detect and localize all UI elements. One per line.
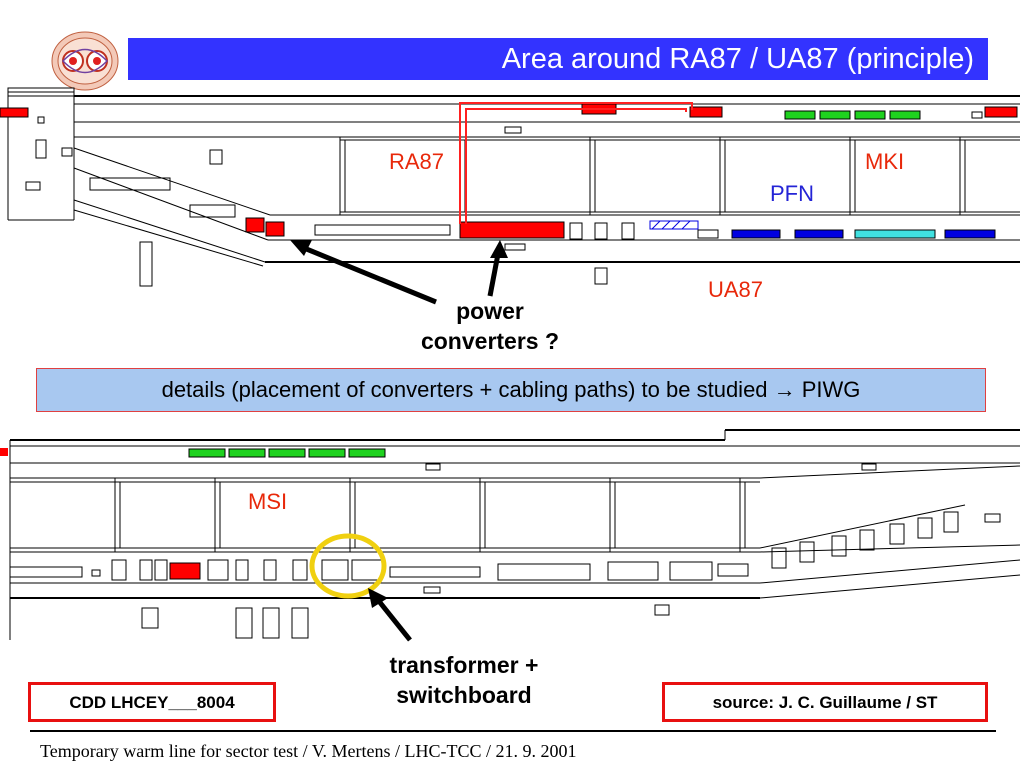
arrow-head <box>290 240 312 256</box>
converter-block <box>245 217 265 233</box>
mki-magnet-block <box>889 110 921 120</box>
arrow-head <box>490 240 508 258</box>
msi-magnet-block <box>188 448 226 458</box>
arrow-to-converter <box>303 245 437 305</box>
source-reference-box: source: J. C. Guillaume / ST <box>662 682 988 722</box>
upper-equipment <box>0 102 1018 239</box>
label-pfn: PFN <box>770 181 814 206</box>
converter-block <box>689 106 723 118</box>
mki-magnet-block <box>854 110 886 120</box>
lower-tunnel-outline <box>9 429 1021 640</box>
arrow-to-converter-main <box>487 253 501 297</box>
label-mki: MKI <box>865 149 905 174</box>
converter-block <box>265 221 285 237</box>
callout-power-converters: power converters ? <box>400 296 580 356</box>
lower-equipment <box>0 448 387 599</box>
mki-magnet-block <box>819 110 851 120</box>
msi-magnet-block <box>348 448 386 458</box>
details-note-box: details (placement of converters + cabli… <box>36 368 986 412</box>
converter-block <box>169 562 201 580</box>
pfn-block <box>794 229 844 239</box>
callout-line: switchboard <box>396 682 532 708</box>
msi-magnet-block <box>228 448 266 458</box>
cdd-reference-box: CDD LHCEY___8004 <box>28 682 276 722</box>
pfn-block <box>944 229 996 239</box>
title-bar: Area around RA87 / UA87 (principle) <box>128 38 988 80</box>
cabling-path <box>459 102 693 224</box>
converter-block <box>984 106 1018 118</box>
page-title: Area around RA87 / UA87 (principle) <box>501 43 974 75</box>
label-msi: MSI <box>248 489 288 514</box>
details-note-text: details (placement of converters + cabli… <box>161 377 861 402</box>
mki-magnet-block <box>784 110 816 120</box>
lhc-logo-icon <box>51 31 119 91</box>
callout-line: transformer + <box>389 652 539 678</box>
callout-transformer-switchboard: transformer + switchboard <box>364 650 564 710</box>
pfn-block <box>731 229 781 239</box>
footer-text: Temporary warm line for sector test / V.… <box>40 741 577 761</box>
cdd-reference-text: CDD LHCEY___8004 <box>69 693 235 712</box>
converter-block-main <box>459 221 565 239</box>
label-ra87: RA87 <box>389 149 445 174</box>
arrow-head <box>368 588 388 608</box>
pfn-hatched-block <box>649 220 699 230</box>
converter-block <box>0 107 29 118</box>
pfn-block-cyan <box>854 229 936 239</box>
callout-line: power <box>456 298 524 324</box>
converter-block <box>0 448 8 456</box>
arrow-to-transformer <box>376 598 412 642</box>
msi-magnet-block <box>268 448 306 458</box>
highlight-ring <box>309 533 387 599</box>
msi-magnet-block <box>308 448 346 458</box>
label-ua87: UA87 <box>708 277 764 302</box>
cabling-path <box>465 108 687 224</box>
callout-line: converters ? <box>420 328 560 354</box>
footer-divider <box>30 730 996 732</box>
source-reference-text: source: J. C. Guillaume / ST <box>712 693 938 712</box>
